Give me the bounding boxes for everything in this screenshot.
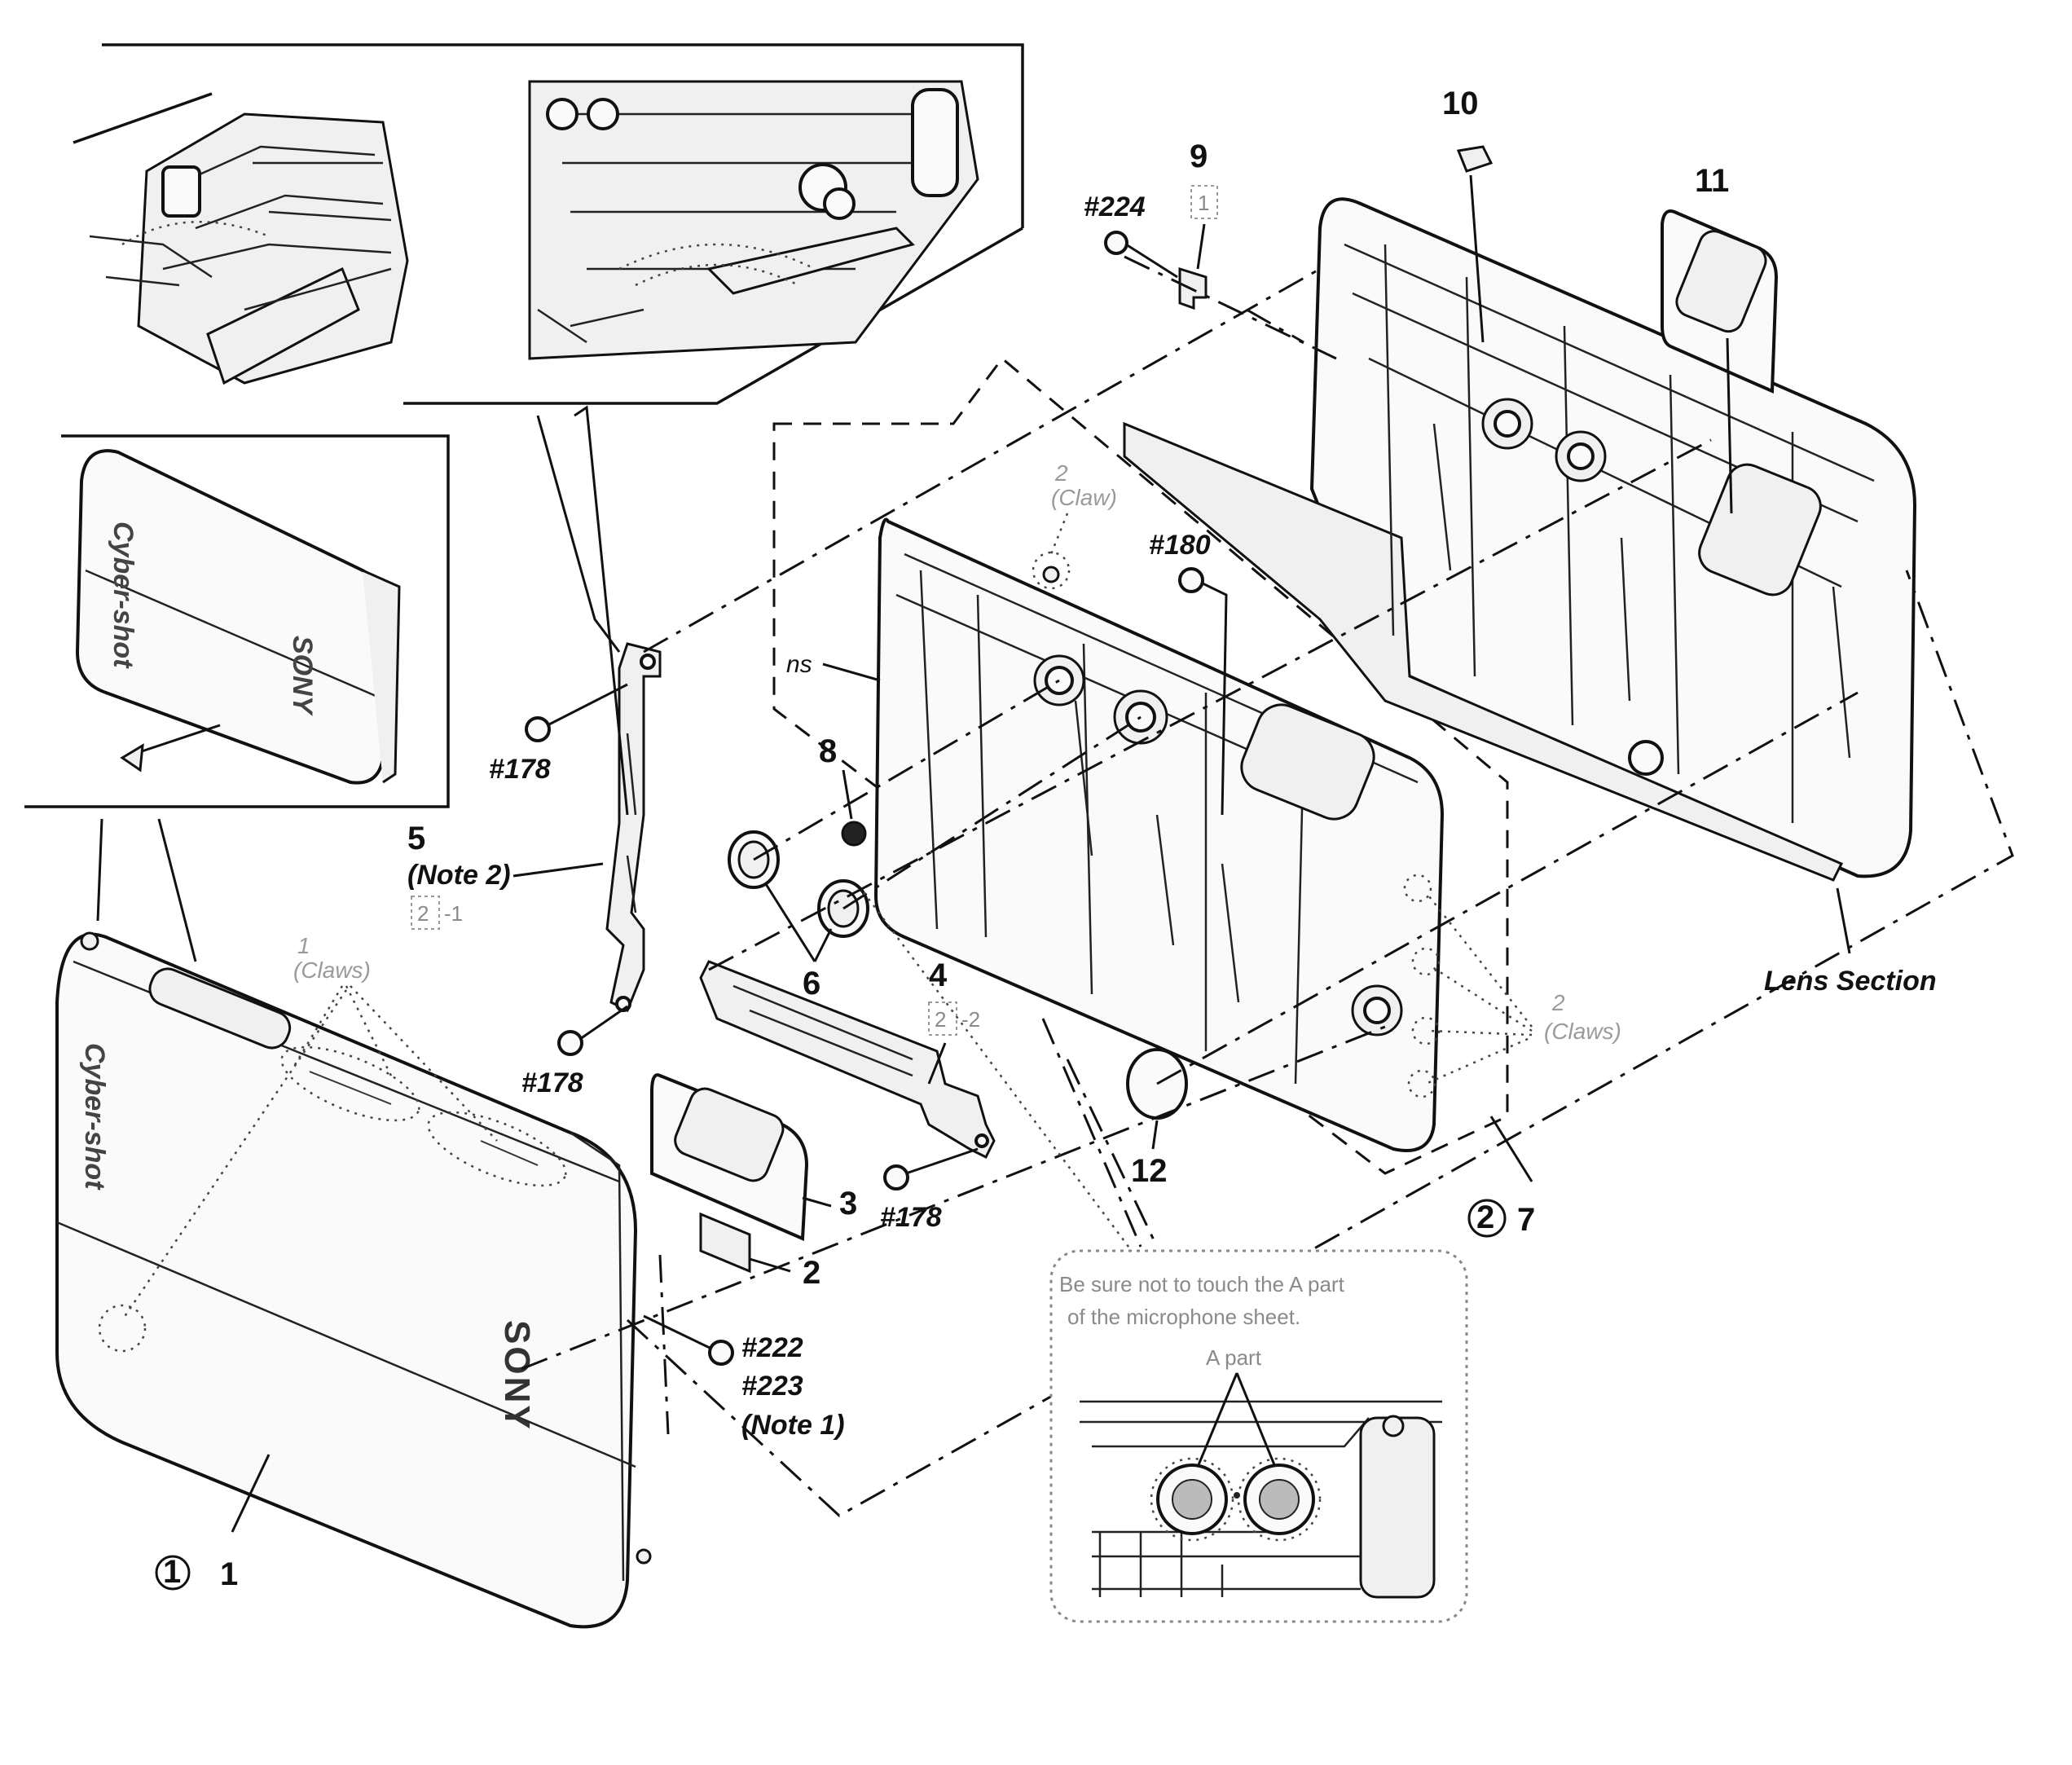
label-part-7: 7	[1517, 1202, 1535, 1238]
claws-top-text: (Claw)	[1051, 485, 1117, 510]
screw-224: #224	[1084, 191, 1178, 279]
microphone-sheet-callout: Be sure not to touch the A part of the m…	[862, 891, 1468, 1623]
part-11: 11	[1661, 163, 1779, 514]
rings-part-6: 6	[728, 830, 869, 1001]
screw-178-lower: #178	[521, 1005, 628, 1098]
callout-line-2: of the microphone sheet.	[1067, 1305, 1300, 1329]
label-part-2: 2	[803, 1255, 820, 1291]
label-part-11: 11	[1695, 163, 1729, 199]
part-10: 10	[1442, 86, 1494, 343]
cushion-part-8: 8	[819, 733, 867, 847]
box-2-2-num: 2	[935, 1007, 946, 1032]
cover-cybershot-logo: Cyber-shot	[79, 1043, 110, 1191]
label-part-10: 10	[1442, 86, 1479, 121]
box-2-2-suffix: -2	[961, 1007, 980, 1032]
claws-right-text: (Claws)	[1544, 1019, 1621, 1044]
label-part-3: 3	[839, 1186, 857, 1221]
label-part-9: 9	[1190, 139, 1208, 174]
lcd-frame-part-3: 3	[650, 1073, 857, 1241]
label-note-1: (Note 1)	[741, 1410, 845, 1441]
label-screw-223: #223	[741, 1371, 803, 1402]
label-screw-224: #224	[1084, 191, 1146, 222]
label-ns: ns	[786, 651, 812, 678]
screw-178-right: #178	[880, 1147, 979, 1233]
inset-cybershot-logo: Cyber-shot	[108, 522, 139, 669]
label-screw-222: #222	[741, 1332, 803, 1363]
screw-180: #180	[1149, 530, 1228, 816]
circle-2-mark: 2	[1476, 1199, 1494, 1235]
screw-178-upper: #178	[489, 683, 628, 785]
label-part-6: 6	[803, 966, 820, 1001]
label-part-12: 12	[1131, 1153, 1168, 1189]
screw-222-223: #222 #223 (Note 1)	[643, 1314, 845, 1441]
label-part-1: 1	[220, 1556, 238, 1592]
box-2-1-num: 2	[417, 901, 429, 926]
sheet-part-2: 2	[699, 1212, 820, 1291]
label-part-8: 8	[819, 733, 837, 769]
label-lens-section: Lens Section	[1764, 966, 1937, 997]
cover-sony-logo: SONY	[497, 1320, 537, 1432]
callout-a-part-label: A part	[1206, 1345, 1262, 1370]
disc-part-12: 12	[1126, 1048, 1188, 1189]
front-cover-part-1: Cyber-shot SONY 1 (Claws) 1 1	[55, 818, 652, 1629]
claws-left-text: (Claws)	[293, 957, 371, 983]
rear-cabinet-assembly-7: 2 (Claw) 2 (Claws) ns 2 7	[772, 356, 1621, 1238]
label-part-4: 4	[929, 957, 948, 993]
circle-1-mark: 1	[163, 1554, 181, 1590]
label-part-5: 5	[407, 821, 425, 856]
lens-section: Lens Section	[1123, 197, 1937, 997]
label-screw-180: #180	[1149, 530, 1211, 561]
inset-sony-logo: SONY	[287, 636, 318, 717]
box-2-1-suffix: -1	[444, 901, 463, 926]
callout-line-1: Be sure not to touch the A part	[1059, 1272, 1345, 1296]
inset-bottom-view-right	[403, 80, 1023, 405]
claws-left-num: 1	[297, 933, 310, 958]
box-1-num: 1	[1198, 191, 1209, 215]
inset-bottom-view-left	[73, 43, 1024, 385]
label-screw-178-b: #178	[521, 1067, 583, 1098]
part-9: 9 1	[1178, 139, 1218, 310]
bracket-part-4: 4 2 -2 #178	[699, 957, 996, 1233]
claws-right-num: 2	[1551, 990, 1565, 1015]
inset-front-cover-removal: Cyber-shot SONY	[24, 434, 450, 808]
label-screw-178-a: #178	[489, 754, 551, 785]
label-note-2: (Note 2)	[407, 860, 511, 891]
claws-top-num: 2	[1054, 460, 1068, 486]
alignment-lines	[521, 255, 2014, 1517]
bracket-part-5: 5 (Note 2) 2 -1 #178 #178	[407, 405, 662, 1098]
